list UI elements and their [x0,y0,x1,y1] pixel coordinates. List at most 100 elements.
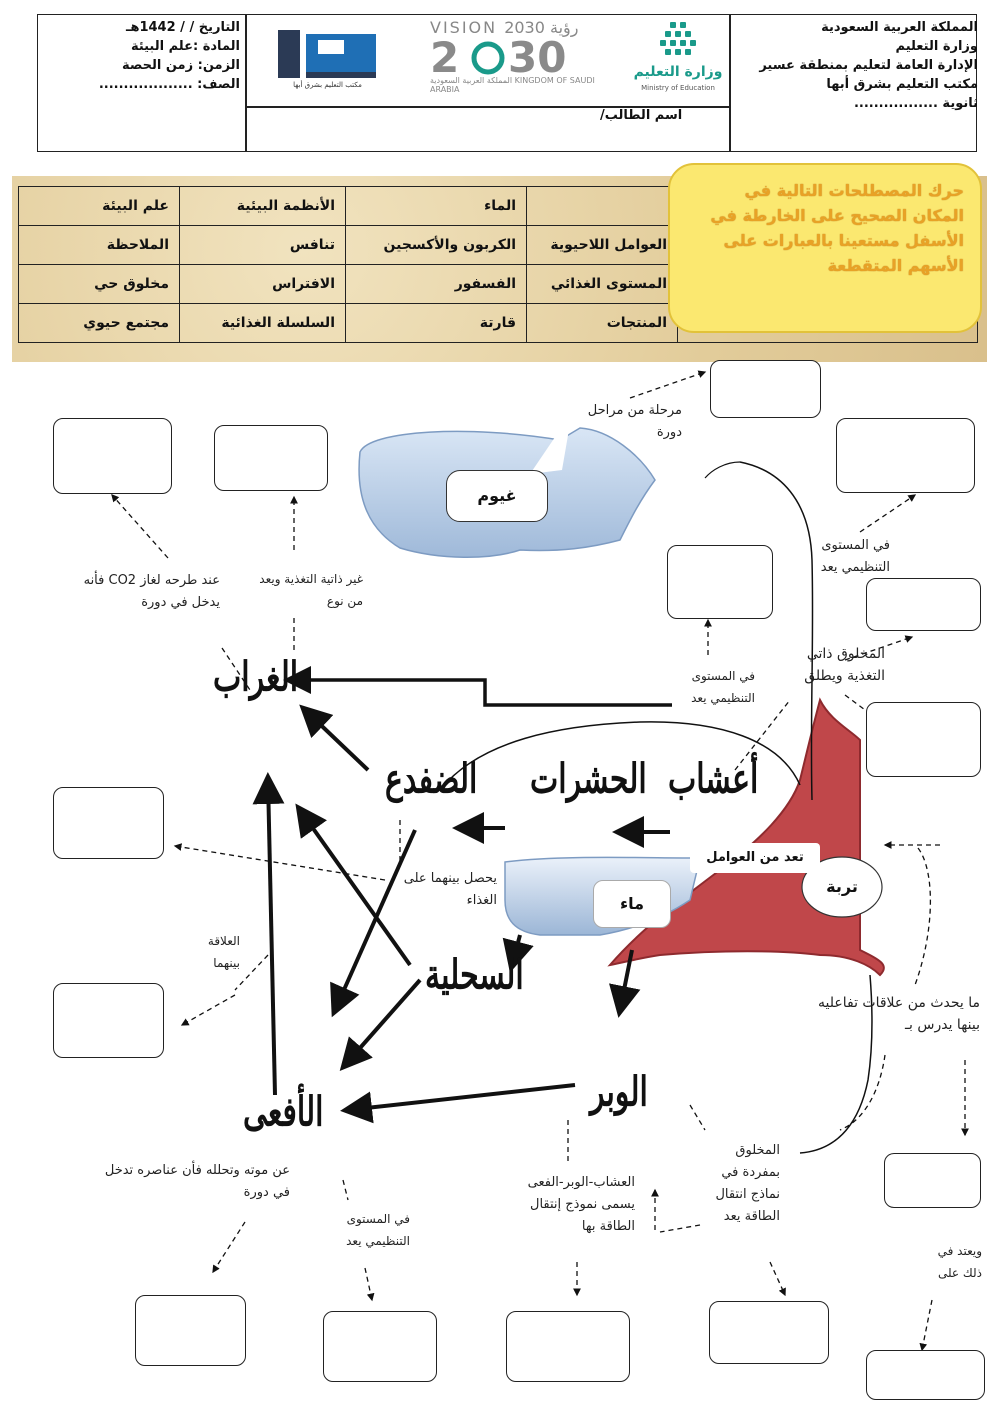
drop-box-food-between[interactable] [53,787,164,859]
dashed-curve-soil-right [914,847,932,986]
drop-box-autotroph-name[interactable] [866,702,981,777]
office-logo: مكتب التعليم بشرق أبها [270,28,385,93]
relation-label: العلاقة بينهما [207,934,240,970]
term-chip[interactable]: تنافس [179,225,346,265]
lesson-line: الصف: ................... [98,77,240,92]
arrow-lizard-to-snake [339,978,422,1071]
drop-box-cycle-stage[interactable] [710,360,821,418]
terms-row: مجتمع حيوي السلسلة الغذائية قارتة المنتج… [18,303,978,343]
arrow-lizard-to-crow [295,803,412,967]
heterotroph-label: غير ذاتية التغذية ويعد من نوع [259,572,363,608]
term-chip[interactable]: المستوى الغذائي [526,264,678,304]
drop-box-depends-on[interactable] [866,1350,985,1400]
death-cycle-label: عن موته وتحلله فأن عناصره تدخل في دورة [104,1163,290,1200]
ministry-logo: وزارة التعليم Ministry of Education [630,20,725,100]
interactions-label: ما يحدث من علاقات تفاعليه بينها يدرس بـ [818,995,980,1033]
dashed-arrow-snake-down [342,1179,349,1201]
drop-box-org-level-top[interactable] [836,418,975,493]
office-logo-subtext: مكتب التعليم بشرق أبها [293,81,362,89]
dashed-arrow-relation-up [234,954,269,991]
crow-label: الغراب [213,653,299,702]
dashed-arrow-organism-model [769,1261,786,1297]
school-line: مكتب التعليم بشرق أبها [826,77,978,92]
cloud-right-curve [704,461,741,479]
right-side-curve [739,461,814,801]
dashed-arrow-relation [180,994,236,1026]
term-chip[interactable]: قارتة [345,303,527,343]
drop-box-organism-model[interactable] [709,1301,829,1364]
lesson-line: التاريخ / / 1442هـ [126,20,240,35]
dashed-arrow-hyrax-down [689,1104,706,1131]
dashed-arrow-food-between [173,843,386,881]
hyrax-label: الوبر [590,1068,649,1117]
term-chip[interactable]: السلسلة الغذائية [179,303,346,343]
cloud-tag: غيوم [446,470,548,522]
grass-frog-arc [439,721,801,791]
term-chip[interactable]: مجتمع حيوي [18,303,180,343]
svg-text:30: 30 [508,36,566,76]
soil-factor-label: تعد من العوامل [690,843,820,873]
cycle-stage-label: مرحلة من مراحل دورة [587,403,682,440]
dashed-arrow-autotroph [844,635,914,661]
cloud-label-pointer [530,412,572,474]
dashed-arrow-depends-on [919,1299,933,1352]
dashed-arrow-autotroph-down [844,694,914,746]
ministry-logo-icon [660,22,696,55]
bottom-right-curve [799,974,873,1154]
soil-shape [607,697,885,977]
dashed-arrow-organism-model-left [659,1224,701,1233]
grass-label: أعشاب [668,755,759,804]
term-chip[interactable]: المنتجات [526,303,678,343]
insects-label: الحشرات [530,755,648,804]
term-chip[interactable]: مخلوق حي [18,264,180,304]
drop-box-co2-cycle[interactable] [53,418,172,494]
org-level-mid-label: في المستوى التنظيمي يعد [691,669,755,705]
school-line: ثانوية ................. [853,96,978,111]
snake-label: الأفعى [243,1088,324,1137]
organism-model-label: المخلوق بمفردة في نماذج انتقال الطاقة يع… [715,1143,780,1224]
frog-label: الضفدع [385,755,478,804]
term-chip[interactable]: علم البيئة [18,186,180,226]
drop-box-heterotroph[interactable] [214,425,328,491]
drop-box-org-level-bottom[interactable] [323,1311,437,1382]
water-tag: ماء [593,880,671,928]
vision-logo-subtext: المملكة العربية السعودية KINGDOM OF SAUD… [430,76,595,94]
soil-circle [801,856,883,918]
org-level-bottom-label: في المستوى التنظيمي يعد [346,1212,410,1248]
depends-on-label: ويعتد في ذلك على [937,1244,982,1280]
student-name-label: اسم الطالب/ [600,108,683,123]
term-cell-empty [526,186,678,226]
dashed-arrow-cycle-stage [629,370,707,399]
ministry-logo-subtext: Ministry of Education [641,84,715,92]
drop-box-energy-chain[interactable] [506,1311,630,1382]
co2-cycle-label: عند طرحه لغاز CO2 فأنه يدخل في دورة [83,573,220,610]
arrow-insects-to-lizard [502,934,534,973]
term-chip[interactable]: الأنظمة البيئية [179,186,346,226]
drop-box-org-level-mid[interactable] [667,545,773,619]
drop-box-relation[interactable] [53,983,164,1058]
instruction-text: حرك المصطلحات التالية في المكان الصحيح ع… [710,181,964,275]
dashed-arrow-co2 [111,494,169,559]
soil-tag: تربة [826,877,858,896]
lesson-info: التاريخ / / 1442هـ المادة :علم البيئة ال… [40,18,240,94]
term-chip[interactable]: العوامل اللاحيوية [526,225,678,265]
autotroph-label: المخلوق ذاتي التغذية ويطلق [804,646,885,684]
header-divider [729,15,731,152]
student-name-line [247,106,730,108]
drop-box-death-cycle[interactable] [135,1295,246,1366]
arrow-snake-to-crow [252,772,285,1096]
term-chip[interactable]: الكربون والأكسجين [345,225,527,265]
arrow-frog-to-snake [330,829,417,1018]
school-line: وزارة التعليم [895,39,979,54]
dashed-arrow-grass-to-autotroph [734,699,791,771]
school-line: المملكة العربية السعودية [821,20,978,35]
arrow-frog-to-crow [299,704,370,772]
drop-box-interactions[interactable] [884,1153,981,1208]
drop-box-autotroph-type[interactable] [866,578,981,631]
header-frame [37,14,977,152]
school-line: الإدارة العامة لتعليم بمنطقة عسير [759,58,978,73]
vision-2030-icon: 2 30 [430,36,566,76]
dashed-curve-bottom-right [839,1054,886,1131]
dashed-arrow-org-top [859,494,917,533]
lesson-line: المادة :علم البيئة [130,39,240,54]
